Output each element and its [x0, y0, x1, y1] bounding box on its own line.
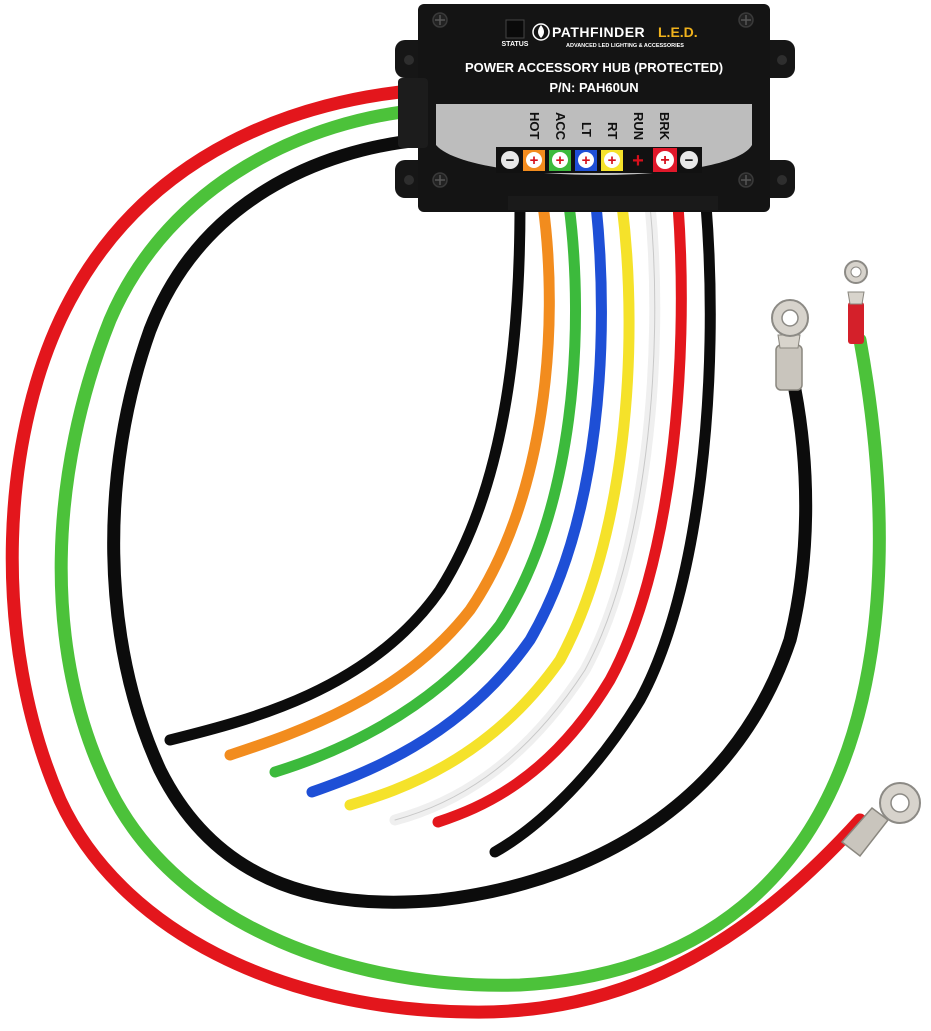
- ring-terminal-black: [771, 299, 809, 391]
- brand-suffix: L.E.D.: [658, 24, 698, 40]
- minus-icon: −: [685, 152, 694, 169]
- wire-white-run-edge: [394, 204, 656, 821]
- screw-icon: [432, 12, 754, 188]
- ring-terminal-red: [840, 782, 921, 858]
- hub-housing: STATUS PATHFINDER L.E.D. ADVANCED LED LI…: [395, 4, 795, 212]
- terminal-acc: +: [549, 150, 571, 171]
- main-green-wire: [54, 103, 886, 992]
- ground-terminal-right: −: [680, 151, 698, 169]
- terminal-label-brk: BRK: [657, 112, 672, 141]
- wire-black-ground-left: [164, 199, 526, 746]
- ground-terminal-left: −: [501, 151, 519, 169]
- brand-tagline: ADVANCED LED LIGHTING & ACCESSORIES: [566, 43, 684, 49]
- accessory-wires: [164, 199, 716, 858]
- terminal-hot: +: [523, 150, 545, 171]
- terminal-label-lt: LT: [579, 122, 594, 137]
- terminal-run: +: [632, 150, 644, 172]
- product-title: POWER ACCESSORY HUB (PROTECTED): [465, 60, 723, 75]
- flame-badge-icon: [532, 23, 550, 41]
- part-number: P/N: PAH60UN: [549, 80, 638, 95]
- plus-icon: +: [530, 152, 539, 169]
- ring-terminal-green: [844, 260, 868, 344]
- plus-icon: +: [582, 152, 591, 169]
- terminal-label-rt: RT: [605, 122, 620, 139]
- terminal-rt: +: [601, 150, 623, 171]
- terminal-labels: HOT ACC LT RT RUN BRK: [527, 112, 672, 141]
- terminal-label-run: RUN: [631, 112, 646, 140]
- status-label: STATUS: [502, 41, 529, 48]
- terminal-brk: +: [653, 148, 677, 172]
- main-power-wires: [5, 83, 886, 1019]
- wire-orange-hot: [224, 199, 555, 761]
- main-black-wire: [107, 133, 813, 909]
- wire-blue-lt: [306, 199, 607, 798]
- wire-black-ground-right: [489, 199, 716, 858]
- terminal-label-acc: ACC: [553, 112, 568, 141]
- status-led: [505, 19, 525, 39]
- brand-name: PATHFINDER: [552, 24, 645, 40]
- plus-icon: +: [556, 152, 565, 169]
- plus-icon: +: [608, 152, 617, 169]
- terminal-label-hot: HOT: [527, 112, 542, 140]
- plus-icon: +: [660, 152, 669, 169]
- wire-green-acc: [269, 199, 581, 778]
- main-red-wire: [5, 83, 867, 1019]
- wire-red-brk: [432, 199, 687, 828]
- terminal-lt: +: [575, 150, 597, 171]
- plus-icon: +: [632, 150, 644, 172]
- wire-yellow-rt: [344, 199, 635, 811]
- minus-icon: −: [506, 152, 515, 169]
